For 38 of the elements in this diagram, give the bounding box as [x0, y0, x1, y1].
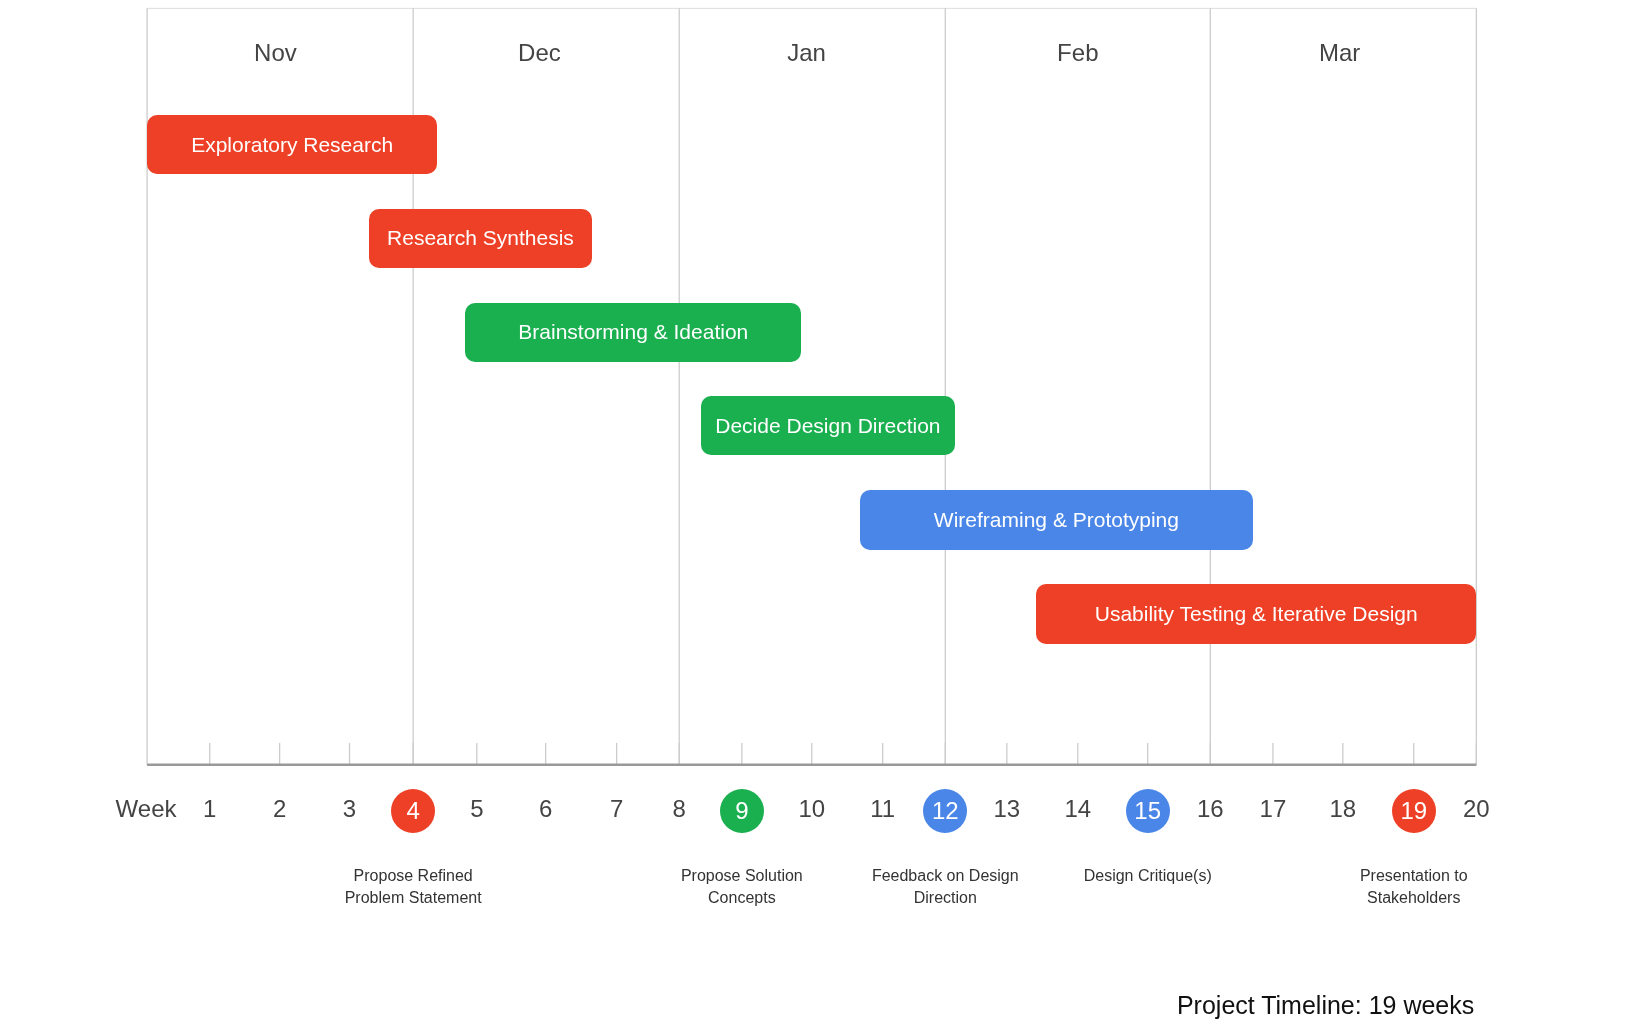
week-number: 20 [1463, 795, 1490, 824]
axis-title: Week [115, 795, 177, 824]
week-number: 1 [203, 795, 217, 824]
week-number: 10 [798, 795, 826, 824]
milestone-marker: 12 [923, 788, 968, 833]
task-bar: Research Synthesis [369, 208, 592, 269]
milestone-marker: 9 [719, 788, 764, 833]
week-number: 6 [539, 795, 553, 824]
milestone-label: Feedback on Design Direction [870, 865, 1020, 908]
week-number: 2 [272, 795, 287, 824]
week-number: 13 [993, 795, 1021, 824]
week-number: 5 [470, 795, 484, 824]
milestone-label: Presentation to Stakeholders [1358, 865, 1469, 908]
week-number: 8 [672, 795, 686, 824]
month-label: Nov [254, 38, 297, 67]
week-number: 18 [1329, 795, 1357, 824]
task-bar: Usability Testing & Iterative Design [1036, 584, 1477, 644]
milestone-marker: 4 [391, 788, 436, 833]
milestone-label: Design Critique(s) [1082, 865, 1213, 886]
month-label: Mar [1319, 38, 1361, 67]
week-number: 3 [342, 795, 357, 824]
milestone-label: Propose Solution Concepts [679, 865, 804, 908]
task-bar: Wireframing & Prototyping [859, 490, 1254, 550]
caption: Project Timeline: 19 weeks [1176, 991, 1475, 1021]
week-number: 7 [609, 795, 624, 824]
week-number: 16 [1196, 795, 1224, 824]
month-label: Dec [518, 38, 561, 67]
month-label: Jan [787, 38, 826, 67]
task-bar: Brainstorming & Ideation [465, 302, 802, 363]
task-bar: Exploratory Research [147, 114, 438, 175]
milestone-marker: 15 [1125, 788, 1170, 833]
milestone-label: Propose Refined Problem Statement [343, 865, 483, 908]
week-number: 17 [1259, 795, 1287, 824]
milestone-marker: 19 [1391, 788, 1436, 833]
task-bar: Decide Design Direction [701, 396, 955, 455]
month-label: Feb [1057, 38, 1099, 67]
week-number: 11 [870, 795, 896, 824]
week-number: 14 [1064, 795, 1092, 824]
